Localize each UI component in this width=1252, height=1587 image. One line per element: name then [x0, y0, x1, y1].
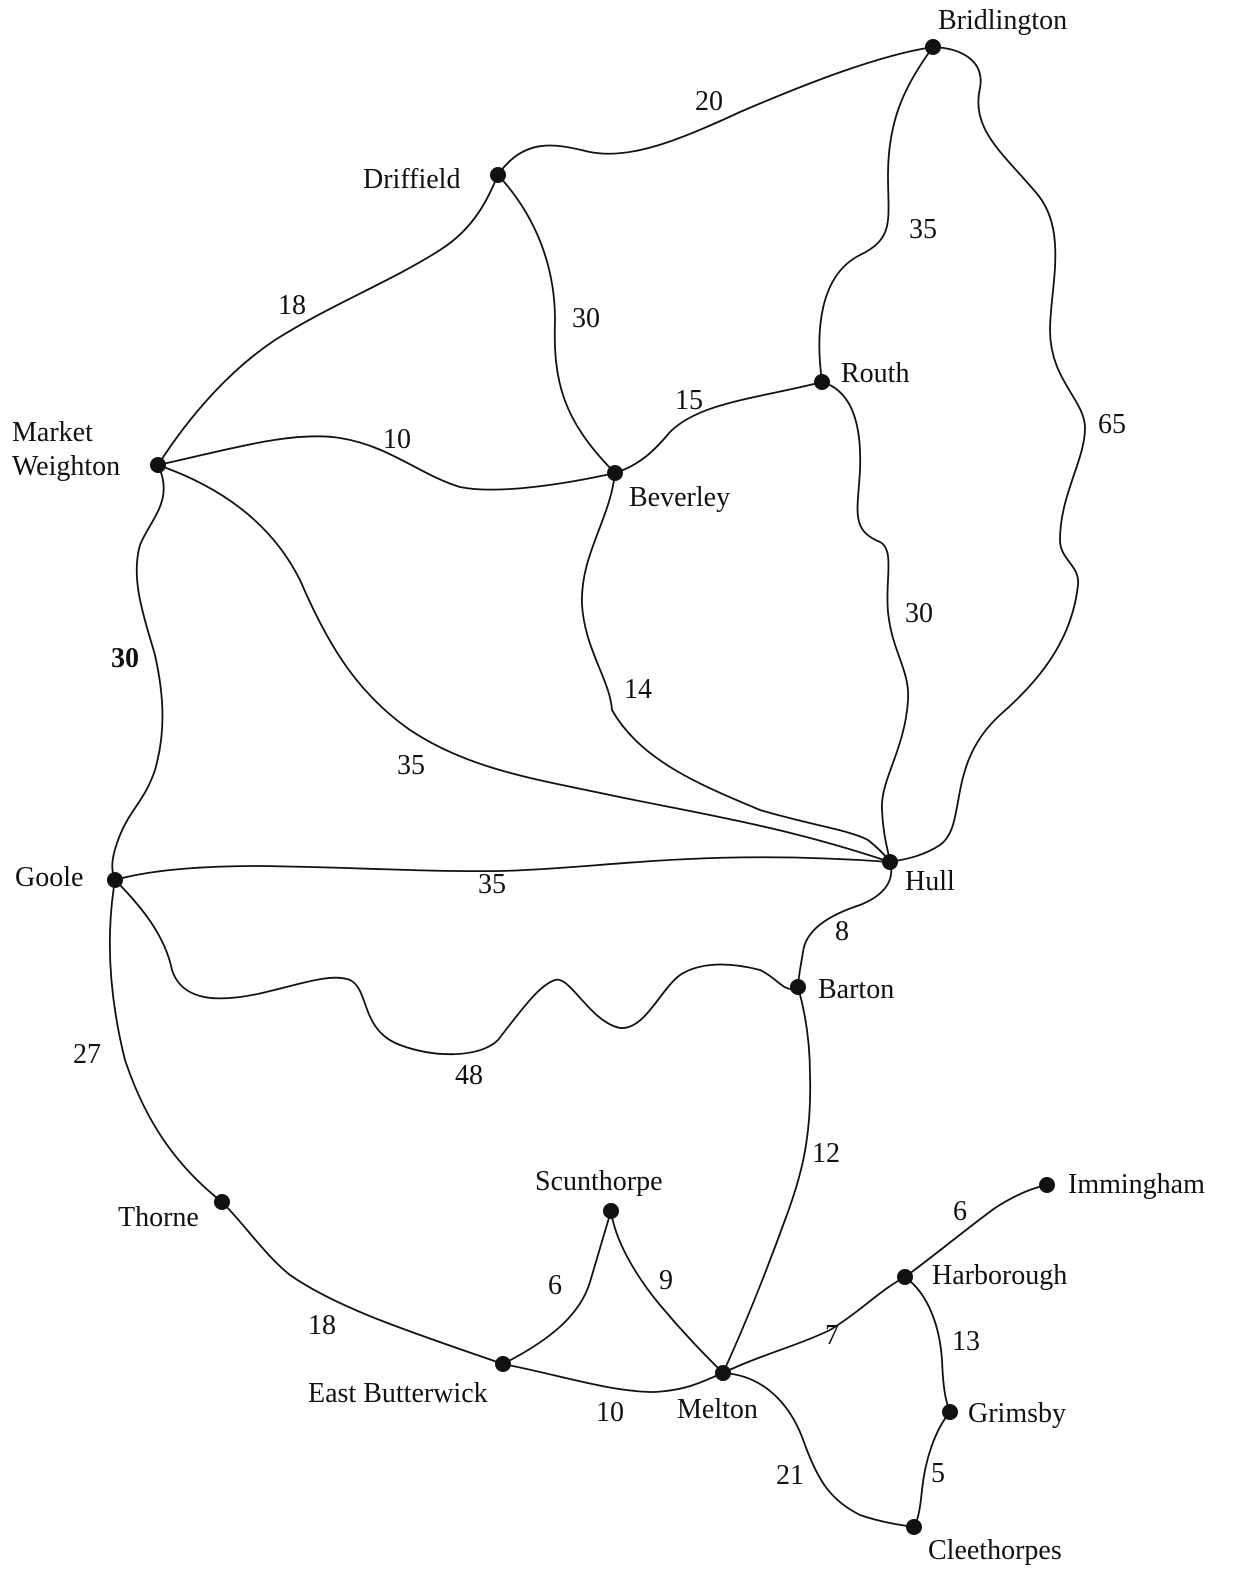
weight-marketweighton-beverley: 10 [383, 424, 411, 455]
edge-routh-hull [821, 381, 909, 863]
node-driffield [490, 167, 506, 183]
label-grimsby: Grimsby [968, 1398, 1066, 1429]
label-goole: Goole [15, 862, 83, 893]
node-harborough [897, 1269, 913, 1285]
weight-marketweighton-hull: 35 [397, 750, 425, 781]
node-barton [790, 979, 806, 995]
label-scunthorpe: Scunthorpe [535, 1166, 663, 1197]
label-melton: Melton [677, 1394, 758, 1425]
weight-bridlington-hull: 65 [1098, 409, 1126, 440]
node-routh [814, 374, 830, 390]
weight-marketweighton-goole: 30 [111, 643, 139, 674]
label-driffield: Driffield [363, 164, 460, 195]
weight-barton-melton: 12 [812, 1138, 840, 1169]
weight-beverley-hull: 14 [624, 674, 652, 705]
edge-goole-thorne [108, 879, 223, 1203]
node-goole [107, 872, 123, 888]
node-thorne [214, 1194, 230, 1210]
label-routh: Routh [841, 358, 909, 389]
label-market-weighton-line2: Weighton [12, 451, 120, 482]
edge-marketweighton-hull [157, 464, 891, 863]
edge-bridlington-hull [889, 46, 1086, 863]
node-scunthorpe [603, 1203, 619, 1219]
weight-scunthorpe-melton: 9 [659, 1265, 673, 1296]
weight-thorne-eastbutterwick: 18 [308, 1310, 336, 1341]
edge-goole-hull [114, 856, 891, 881]
weight-beverley-routh: 15 [675, 385, 703, 416]
node-cleethorpes [906, 1519, 922, 1535]
weight-eastbutterwick-melton: 10 [596, 1397, 624, 1428]
edge-driffield-bridlington [497, 46, 934, 176]
node-beverley [607, 465, 623, 481]
weight-hull-barton: 8 [835, 916, 849, 947]
weight-driffield-beverley: 30 [572, 303, 600, 334]
weight-melton-harborough: 7 [825, 1320, 839, 1351]
weight-goole-barton: 48 [455, 1060, 483, 1091]
label-barton: Barton [818, 974, 894, 1005]
weight-melton-cleethorpes: 21 [776, 1460, 804, 1491]
edge-driffield-beverley [497, 174, 616, 474]
edge-goole-barton [114, 879, 799, 1056]
label-hull: Hull [905, 866, 955, 897]
label-market-weighton-line1: Market [12, 417, 93, 448]
edge-marketweighton-beverley [157, 435, 616, 491]
edge-melton-cleethorpes [722, 1372, 915, 1528]
edge-eastbutterwick-melton [502, 1363, 724, 1393]
edge-harborough-grimsby [904, 1276, 951, 1413]
label-immingham: Immingham [1068, 1169, 1205, 1200]
edge-routh-bridlington [818, 46, 934, 383]
node-grimsby [942, 1404, 958, 1420]
node-melton [715, 1365, 731, 1381]
weight-driffield-bridlington: 20 [695, 86, 723, 117]
weight-routh-hull: 30 [905, 598, 933, 629]
edge-grimsby-cleethorpes [913, 1411, 951, 1528]
edge-marketweighton-goole [111, 464, 165, 881]
node-east-butterwick [495, 1356, 511, 1372]
edge-harborough-immingham [904, 1184, 1048, 1278]
weight-routh-bridlington: 35 [909, 214, 937, 245]
label-cleethorpes: Cleethorpes [928, 1535, 1062, 1566]
weight-marketweighton-driffield: 18 [278, 290, 306, 321]
edge-beverley-hull [581, 472, 891, 863]
edge-melton-harborough [722, 1276, 906, 1374]
edge-barton-melton [722, 986, 812, 1374]
node-immingham [1039, 1177, 1055, 1193]
weight-harborough-immingham: 6 [953, 1196, 967, 1227]
weight-grimsby-cleethorpes: 5 [931, 1458, 945, 1489]
edge-thorne-eastbutterwick [221, 1201, 504, 1365]
node-bridlington [925, 39, 941, 55]
label-thorne: Thorne [118, 1202, 199, 1233]
edge-hull-barton [797, 861, 893, 988]
node-hull [882, 854, 898, 870]
weight-goole-thorne: 27 [73, 1039, 101, 1070]
edge-marketweighton-driffield [157, 174, 499, 466]
label-bridlington: Bridlington [938, 5, 1067, 36]
weight-goole-hull: 35 [478, 869, 506, 900]
label-beverley: Beverley [629, 482, 730, 513]
weight-eastbutterwick-scunthorpe: 6 [548, 1270, 562, 1301]
label-east-butterwick: East Butterwick [308, 1378, 488, 1409]
edge-scunthorpe-melton [610, 1210, 724, 1374]
label-harborough: Harborough [932, 1260, 1067, 1291]
edge-beverley-routh [614, 381, 823, 474]
weight-harborough-grimsby: 13 [952, 1326, 980, 1357]
edge-eastbutterwick-scunthorpe [502, 1210, 612, 1365]
node-market-weighton [150, 457, 166, 473]
